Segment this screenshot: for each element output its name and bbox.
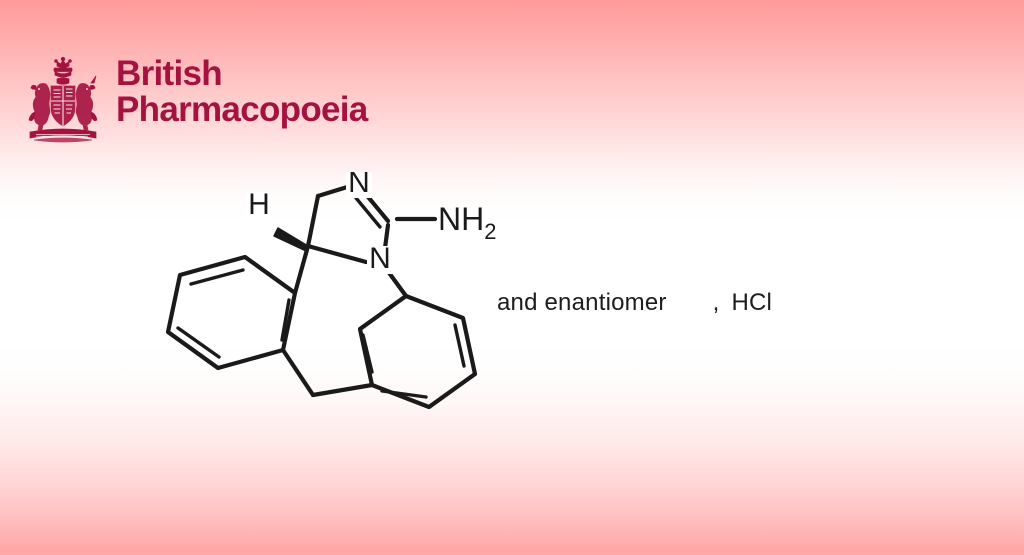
british-pharmacopoeia-logo[interactable]: British Pharmacopoeia xyxy=(22,52,368,148)
atom-label-ring-nitrogen: N xyxy=(369,242,391,275)
stereo-wedge-bond xyxy=(273,227,309,252)
atom-label-stereo-hydrogen: H xyxy=(248,188,270,221)
atom-label-amine-group: NH2 xyxy=(438,201,496,244)
atom-label-imine-nitrogen: N xyxy=(348,172,370,199)
wordmark-line-british: British xyxy=(116,54,223,93)
amine-n: N xyxy=(438,201,461,237)
caption-comma: , xyxy=(712,289,720,316)
royal-coat-of-arms-icon xyxy=(22,56,104,148)
wordmark-line-pharmacopoeia: Pharmacopoeia xyxy=(116,89,368,129)
amine-subscript: 2 xyxy=(484,219,496,244)
epinastine-hydrochloride-structure: N N H NH2 xyxy=(150,172,510,452)
caption-salt-text: HCl xyxy=(731,289,773,316)
caption-enantiomer-text: and enantiomer xyxy=(497,289,667,316)
enantiomer-salt-caption: and enantiomer, HCl xyxy=(497,289,772,317)
amine-h: H xyxy=(461,201,484,237)
wordmark: British Pharmacopoeia xyxy=(116,52,368,127)
